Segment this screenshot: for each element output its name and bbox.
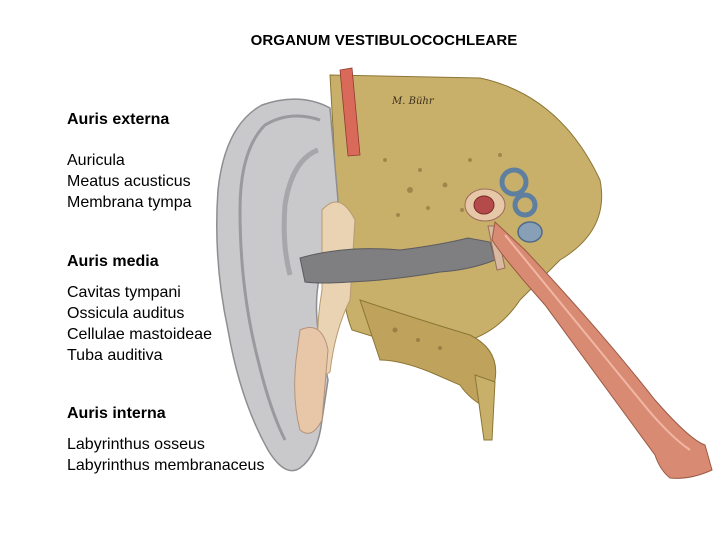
semicircular-canals: [499, 167, 538, 218]
external-acoustic-meatus: [299, 237, 496, 284]
auditory-tube-lumen: [504, 234, 691, 451]
lobule-cartilage: [294, 327, 329, 434]
ossicles: [473, 195, 495, 215]
vascular-strip: [339, 67, 361, 157]
list-item: Labyrinthus osseus: [67, 436, 205, 453]
list-item: Auricula: [67, 152, 125, 169]
list-item: Meatus acusticus: [67, 173, 191, 190]
section-heading-auris-interna: Auris interna: [67, 405, 166, 422]
cartilage: [316, 201, 356, 381]
list-item: Ossicula auditus: [67, 305, 185, 322]
section-list-auris-interna: Labyrinthus osseus Labyrinthus membranac…: [67, 434, 264, 476]
section-heading-auris-media: Auris media: [67, 253, 159, 270]
section-list-auris-media: Cavitas tympani Ossicula auditus Cellula…: [67, 282, 212, 366]
list-item: Cavitas tympani: [67, 284, 181, 301]
list-item: Membrana tympa: [67, 194, 192, 211]
section-heading-auris-externa: Auris externa: [67, 111, 170, 128]
styloid-process: [474, 374, 496, 441]
slide-title: ORGANUM VESTIBULOCOCHLEARE: [250, 32, 518, 49]
list-item: Cellulae mastoideae: [67, 326, 212, 343]
mastoid-process: [359, 299, 497, 411]
list-item: Labyrinthus membranaceus: [67, 457, 265, 474]
section-list-auris-externa: Auricula Meatus acusticus Membrana tympa: [67, 150, 192, 213]
antihelix-fold: [281, 147, 320, 276]
helix-fold: [238, 114, 321, 441]
cochlea: [517, 221, 543, 243]
illustrator-signature: M. Bühr: [391, 96, 435, 107]
list-item: Tuba auditiva: [67, 347, 163, 364]
